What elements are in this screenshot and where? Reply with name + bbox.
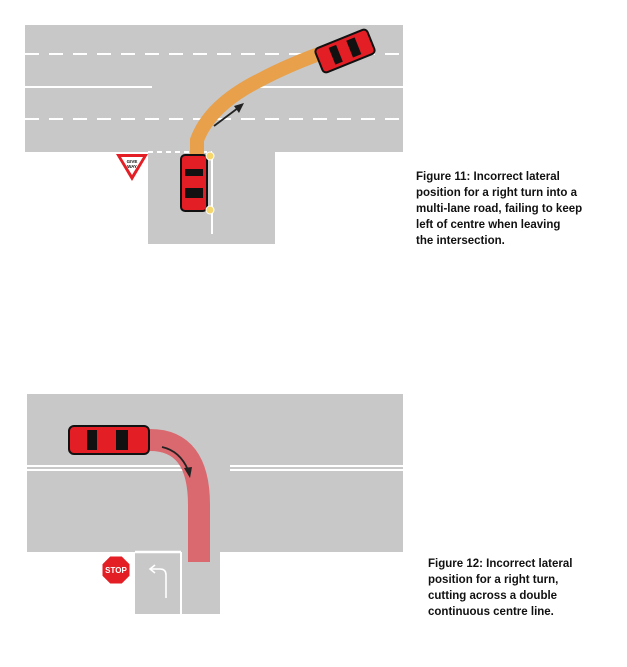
fig12-direction-arrow-line (161, 446, 189, 471)
figure-12-caption: Figure 12: Incorrect lateral position fo… (428, 558, 573, 618)
fig12-turn-arrow-marking (151, 568, 167, 598)
fig12-direction-arrow-head (184, 467, 192, 478)
figure-11-caption: Figure 11: Incorrect lateral position fo… (416, 171, 583, 247)
give-way-sign: GIVE WAY (116, 154, 148, 181)
fig11-vehicle-path (190, 43, 333, 160)
fig11-direction-arrow-head (234, 103, 244, 113)
give-way-sign-line1: GIVE (127, 159, 138, 164)
fig12-vehicle-path (149, 429, 210, 562)
fig11-direction-arrow-line (213, 107, 239, 127)
fig12-turn-arrow-marking-head (148, 564, 156, 574)
fig12-main-road (27, 394, 403, 552)
give-way-sign-line2: WAY (127, 164, 137, 169)
stop-sign-text: STOP (105, 566, 127, 575)
fig12-car (68, 425, 150, 455)
figure-11-diagram: GIVE WAY (25, 25, 403, 244)
fig11-car-turned (314, 28, 376, 74)
fig11-car-waiting (180, 151, 215, 215)
figure-12-diagram: STOP (27, 394, 403, 614)
stop-sign: STOP (101, 555, 131, 585)
